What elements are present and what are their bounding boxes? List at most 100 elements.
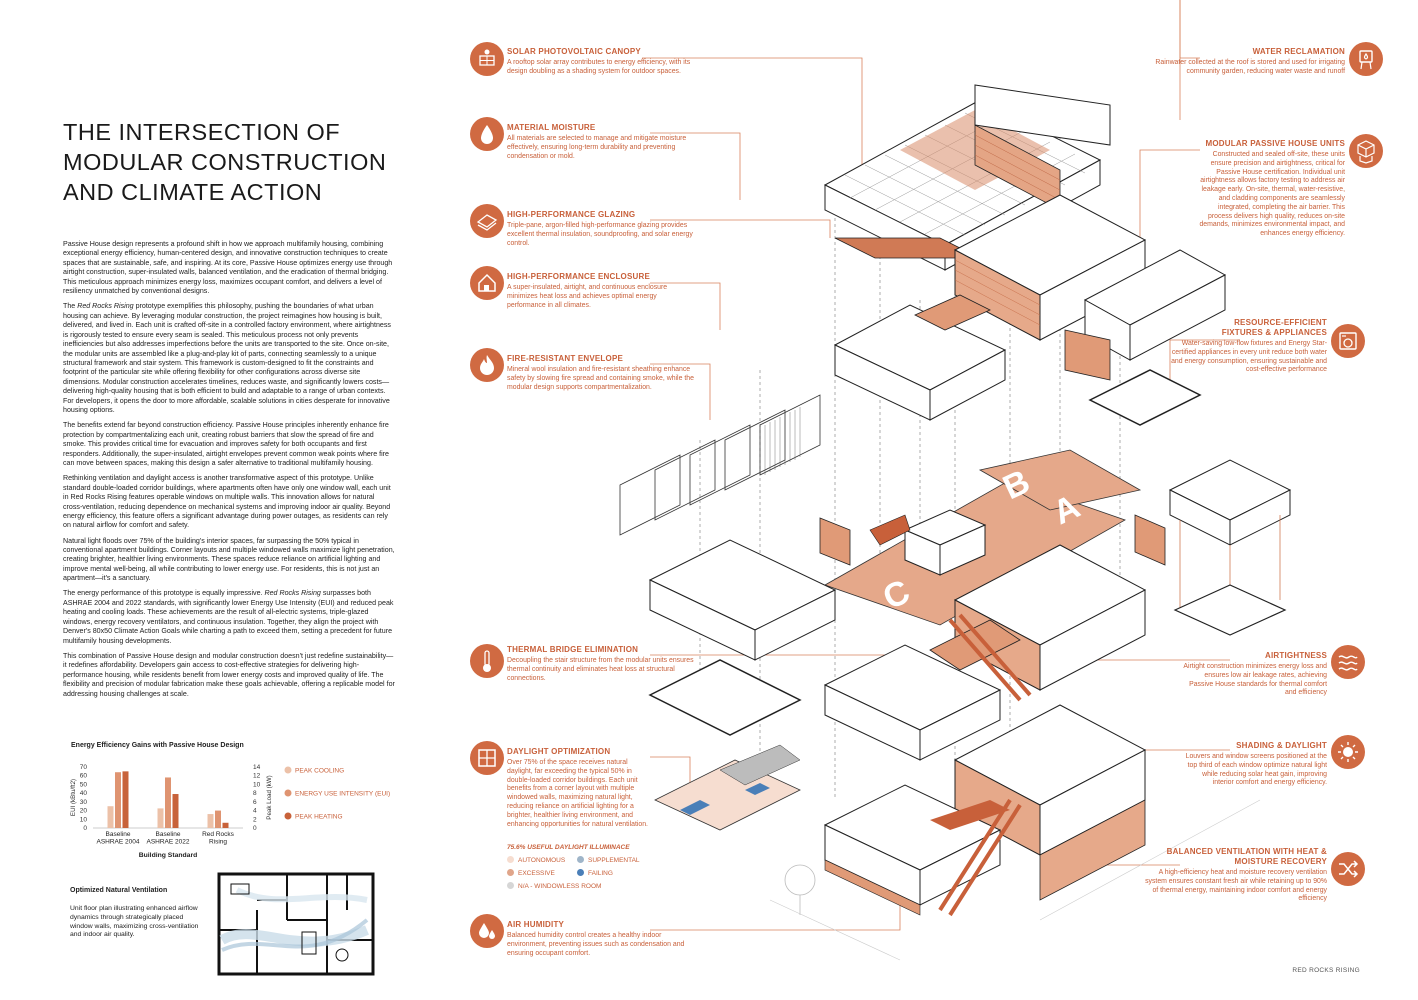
x-tick-label: ASHRAE 2004 — [97, 839, 140, 846]
water-drop-icon — [470, 117, 504, 151]
upper-modules-group — [833, 194, 1227, 426]
window-icon — [470, 741, 504, 775]
y2-tick-label: 10 — [253, 781, 261, 788]
callout-body: Triple-pane, argon-filled high-performan… — [507, 222, 693, 247]
y-tick-label: 20 — [80, 808, 88, 815]
y-tick-label: 70 — [80, 764, 88, 771]
chart-bar — [165, 777, 171, 828]
callout-body: Over 75% of the space receives natural d… — [507, 759, 648, 828]
callout-body: A high-efficiency heat and moisture reco… — [1145, 869, 1327, 903]
thermometer-icon — [470, 644, 504, 678]
y2-tick-label: 4 — [253, 808, 257, 815]
text-run: The energy performance of this prototype… — [63, 589, 265, 598]
text-run: The — [63, 302, 78, 311]
chart-bar — [215, 810, 221, 828]
callout-glazing: HIGH-PERFORMANCE GLAZING Triple-pane, ar… — [507, 210, 697, 248]
callout-title: SHADING & DAYLIGHT — [1236, 741, 1327, 750]
essay-body: Passive House design represents a profou… — [63, 240, 395, 705]
project-name-emphasis: Red Rocks Rising — [264, 589, 321, 598]
legend-label: ENERGY USE INTENSITY (EUI) — [295, 791, 390, 798]
ventilation-floor-plan — [217, 872, 375, 976]
callout-title: MATERIAL MOISTURE — [507, 123, 596, 132]
legend-excessive: EXCESSIVE — [507, 869, 555, 877]
callout-modular-units: MODULAR PASSIVE HOUSE UNITS Constructed … — [1195, 139, 1345, 239]
ventilation-body: Unit floor plan illustrating enhanced ai… — [70, 905, 199, 939]
title-line: MODULAR CONSTRUCTION — [63, 149, 387, 175]
corridor-plate: B A C — [819, 449, 1166, 626]
legend-label: N/A - WINDOWLESS ROOM — [518, 883, 602, 890]
callout-shading: SHADING & DAYLIGHT Louvers and window sc… — [1180, 741, 1327, 788]
leader-line — [1169, 339, 1240, 380]
chart-bar — [122, 771, 129, 828]
ventilation-title: Optimized Natural Ventilation — [70, 887, 168, 894]
callout-air-humidity: AIR HUMIDITY Balanced humidity control c… — [507, 920, 697, 958]
glazing-icon — [470, 204, 504, 238]
paragraph: Natural light floods over 75% of the bui… — [63, 536, 395, 583]
exploded-wall-panels — [619, 394, 821, 536]
solar-panel-icon — [470, 42, 504, 76]
appliance-icon — [1331, 324, 1365, 358]
leader-line — [650, 363, 711, 420]
paragraph: The benefits extend far beyond construct… — [63, 421, 389, 468]
chart-bar — [207, 814, 214, 828]
title-line: AND CLIMATE ACTION — [63, 179, 323, 205]
flame-icon — [470, 348, 504, 382]
x-tick-label: ASHRAE 2022 — [147, 839, 190, 846]
y2-tick-label: 6 — [253, 799, 257, 806]
water-tower-icon — [1349, 42, 1383, 76]
legend-label: AUTONOMOUS — [518, 857, 566, 864]
chart-bar — [115, 772, 121, 828]
leader-line — [650, 132, 741, 200]
leader-line — [650, 756, 691, 790]
callout-title: DAYLIGHT OPTIMIZATION — [507, 747, 611, 756]
chart-bar — [222, 822, 229, 828]
legend-swatch — [284, 766, 292, 774]
x-tick-label: Baseline — [106, 831, 131, 838]
callout-body: Rainwater collected at the roof is store… — [1155, 59, 1345, 75]
callout-solar: SOLAR PHOTOVOLTAIC CANOPY A rooftop sola… — [507, 47, 697, 77]
legend-label: FAILING — [588, 870, 613, 877]
y-tick-label: 50 — [80, 781, 88, 788]
callout-airtightness: AIRTIGHTNESS Airtight construction minim… — [1180, 651, 1327, 698]
legend-swatch — [284, 812, 292, 820]
x-tick-label: Red Rocks — [202, 831, 235, 838]
y2-tick-label: 0 — [253, 825, 257, 832]
chart-title: Energy Efficiency Gains with Passive Hou… — [71, 742, 244, 749]
legend-label: PEAK HEATING — [295, 814, 343, 821]
daylight-legend-title: 75.6% USEFUL DAYLIGHT ILLUMINACE — [507, 844, 630, 851]
callout-body: Constructed and sealed off-site, these u… — [1199, 151, 1345, 238]
callout-title: THERMAL BRIDGE ELIMINATION — [507, 645, 639, 654]
x-tick-label: Rising — [209, 839, 227, 846]
cubes-icon — [1349, 134, 1383, 168]
text-run: prototype exemplifies this philosophy, p… — [63, 302, 391, 415]
callout-title: FIRE-RESISTANT ENVELOPE — [507, 354, 624, 363]
page-title: THE INTERSECTION OF MODULAR CONSTRUCTION… — [63, 117, 443, 207]
chart-bar — [107, 806, 114, 828]
callout-title: SOLAR PHOTOVOLTAIC CANOPY — [507, 47, 641, 56]
legend-autonomous: AUTONOMOUS — [507, 856, 565, 864]
callout-title: AIRTIGHTNESS — [1265, 651, 1327, 660]
energy-chart: Energy Efficiency Gains with Passive Hou… — [63, 740, 403, 860]
footer-project-name: RED ROCKS RISING — [1292, 967, 1360, 974]
callout-body: Decoupling the stair structure from the … — [507, 657, 694, 682]
callout-enclosure: HIGH-PERFORMANCE ENCLOSURE A super-insul… — [507, 272, 697, 310]
callout-daylight: DAYLIGHT OPTIMIZATION Over 75% of the sp… — [507, 747, 655, 829]
legend-supplemental: SUPPLEMENTAL — [577, 856, 640, 864]
paragraph: The energy performance of this prototype… — [63, 589, 395, 646]
callout-fire-envelope: FIRE-RESISTANT ENVELOPE Mineral wool ins… — [507, 354, 697, 392]
callout-body: A rooftop solar array contributes to ene… — [507, 59, 691, 75]
title-line: THE INTERSECTION OF — [63, 119, 341, 145]
callout-body: Louvers and window screens positioned at… — [1185, 753, 1327, 787]
callout-material-moisture: MATERIAL MOISTURE All materials are sele… — [507, 123, 697, 161]
ground-modules-group — [769, 704, 1261, 961]
chart-bar — [172, 794, 179, 828]
callout-title: WATER RECLAMATION — [1252, 47, 1345, 56]
callout-ventilation: BALANCED VENTILATION WITH HEAT & MOISTUR… — [1145, 847, 1327, 904]
paragraph: Rethinking ventilation and daylight acce… — [63, 474, 391, 530]
y2-tick-label: 12 — [253, 773, 261, 780]
y-tick-label: 0 — [83, 825, 87, 832]
callout-body: Balanced humidity control creates a heal… — [507, 932, 685, 957]
callout-water-reclamation: WATER RECLAMATION Rainwater collected at… — [1150, 47, 1345, 77]
legend-label: SUPPLEMENTAL — [588, 857, 640, 864]
